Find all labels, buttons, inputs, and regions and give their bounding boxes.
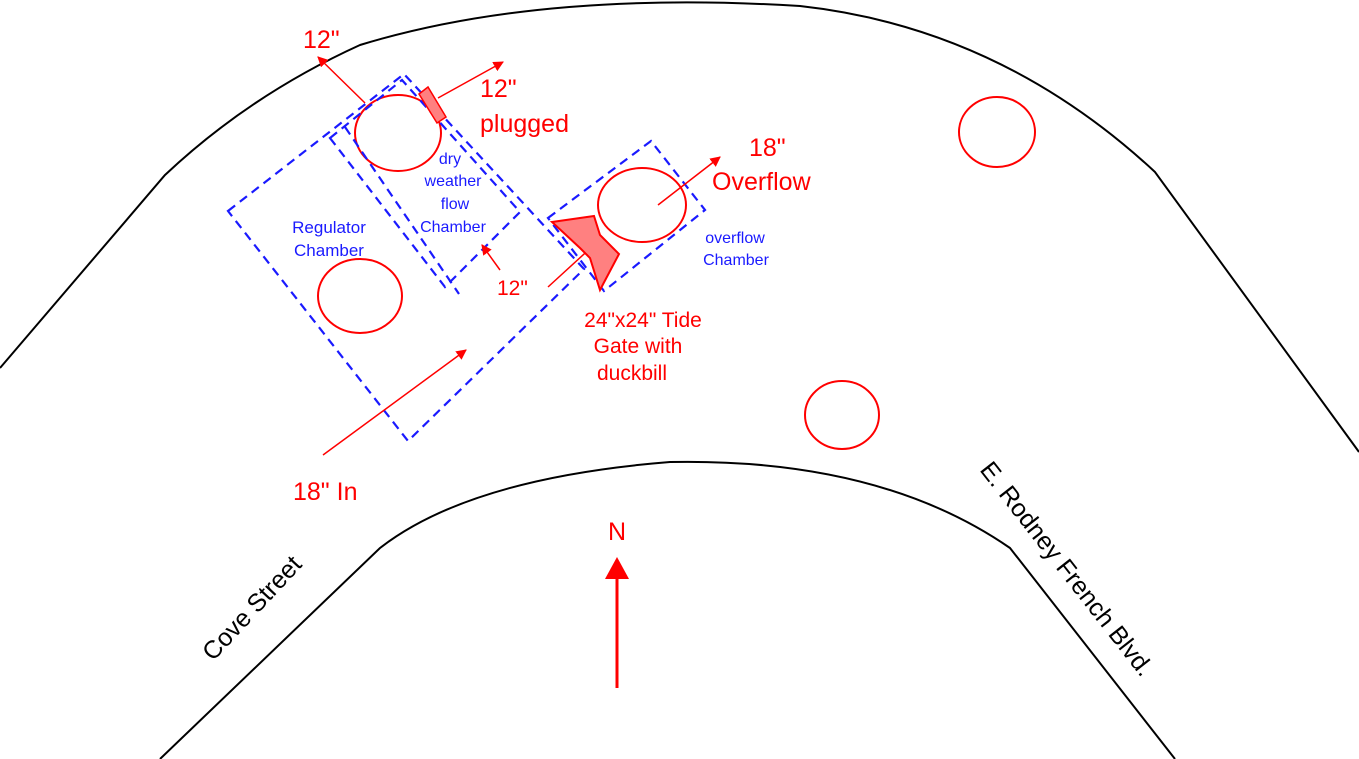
label-12-nw: 12" bbox=[303, 26, 340, 54]
dry-weather-chamber-label-line3: flow bbox=[441, 196, 470, 213]
pipe-arrow-18-overflow bbox=[657, 156, 721, 206]
tide-gate-label-line3: duckbill bbox=[597, 362, 667, 385]
manhole-circle bbox=[597, 167, 687, 243]
dry-weather-chamber-label-line2: weather bbox=[424, 173, 483, 190]
pipe-arrow-12-plugged bbox=[437, 61, 504, 99]
manhole-circle bbox=[354, 94, 442, 172]
road-edge-outer bbox=[0, 1, 1359, 453]
dry-weather-chamber-label-line4: Chamber bbox=[420, 219, 486, 236]
label-plugged: plugged bbox=[480, 110, 569, 138]
north-arrow-icon bbox=[605, 557, 629, 579]
manhole-circle bbox=[317, 258, 403, 334]
label-18-overflow-size: 18" bbox=[749, 134, 786, 162]
overflow-chamber-label-line2: Chamber bbox=[703, 252, 769, 269]
dry-weather-chamber-label-line1: dry bbox=[439, 151, 461, 168]
regulator-chamber-label-line1: Regulator bbox=[292, 218, 366, 237]
tide-gate-label-line2: Gate with bbox=[594, 335, 683, 358]
road-edge-inner bbox=[159, 460, 1176, 759]
regulator-chamber-label-line2: Chamber bbox=[294, 241, 364, 260]
overflow-chamber-outline bbox=[546, 139, 707, 293]
label-overflow: Overflow bbox=[712, 168, 812, 196]
pipe-arrow-12-nw bbox=[317, 56, 366, 104]
overflow-chamber-label-line1: overflow bbox=[705, 230, 765, 247]
label-12-plugged-size: 12" bbox=[480, 75, 517, 103]
tide-gate-label-line1: 24"x24" Tide bbox=[584, 309, 702, 332]
manhole-circle bbox=[958, 96, 1036, 168]
manhole-circle bbox=[804, 380, 880, 450]
tide-gate-icon bbox=[549, 214, 621, 293]
chamber-wall-line bbox=[344, 126, 460, 295]
pipe-arrow-18-in bbox=[322, 349, 467, 456]
regulator-chamber-outline bbox=[226, 72, 586, 443]
dry-weather-chamber-outline bbox=[328, 78, 522, 289]
plug-icon bbox=[418, 85, 448, 125]
label-12-connector: 12" bbox=[497, 277, 528, 300]
street-label-cove: Cove Street bbox=[197, 550, 308, 666]
label-18-in: 18" In bbox=[293, 478, 357, 506]
north-label: N bbox=[608, 518, 626, 546]
street-label-rodney: E. Rodney French Blvd. bbox=[974, 456, 1159, 681]
pipe-arrow-12-connector bbox=[481, 244, 501, 271]
